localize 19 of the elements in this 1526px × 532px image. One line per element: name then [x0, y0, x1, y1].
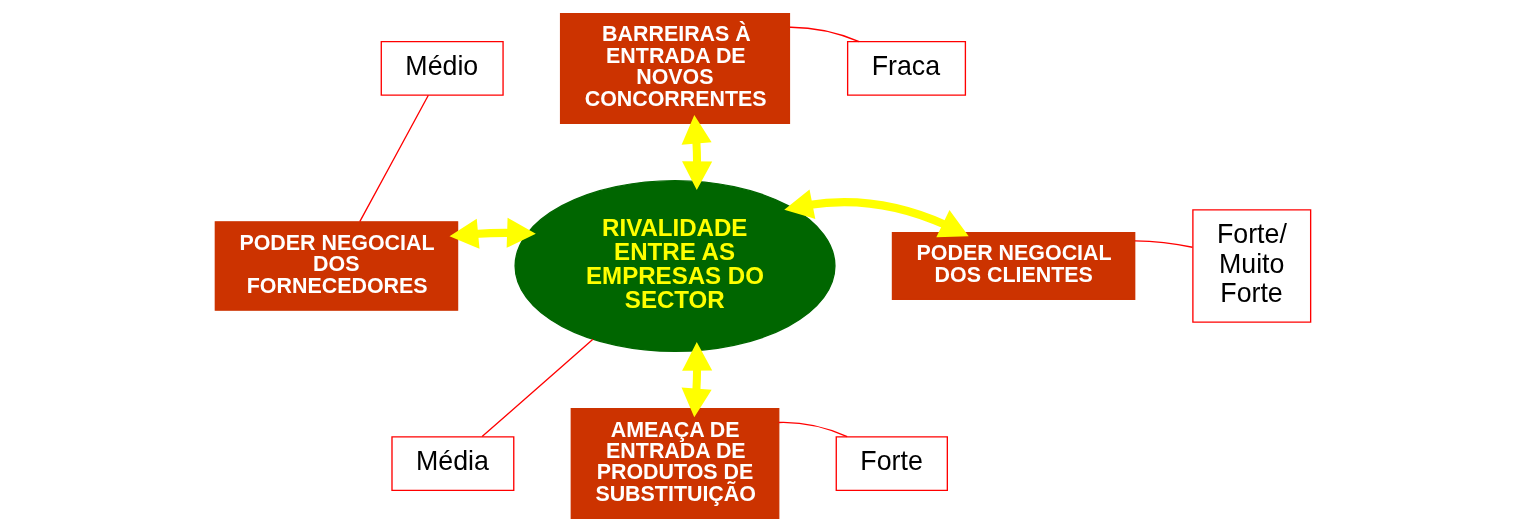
arrow — [681, 341, 713, 418]
arrow — [784, 189, 969, 238]
node-box: Médio — [380, 41, 504, 96]
node-box: PODER NEGOCIAL DOS FORNECEDORES — [214, 221, 459, 311]
connector — [1134, 240, 1194, 248]
connector — [789, 26, 860, 43]
node-box: AMEAÇA DE ENTRADA DE PRODUTOS DE SUBSTITUIÇÃO — [570, 408, 780, 520]
connector — [778, 421, 848, 438]
node-box: BARREIRAS À ENTRADA DE NOVOS CONCORRENTES — [559, 12, 791, 124]
node-box: Média — [391, 436, 515, 491]
node-ellipse: RIVALIDADE ENTRE AS EMPRESAS DO SECTOR — [514, 180, 836, 353]
node-box: Forte — [835, 436, 948, 491]
arrow — [681, 114, 713, 191]
node-box: Fraca — [846, 41, 967, 96]
connector — [359, 94, 430, 223]
connector — [481, 338, 594, 438]
node-box: PODER NEGOCIAL DOS CLIENTES — [891, 231, 1136, 301]
arrow — [449, 217, 536, 249]
node-box: Forte/ Muito Forte — [1192, 209, 1312, 323]
